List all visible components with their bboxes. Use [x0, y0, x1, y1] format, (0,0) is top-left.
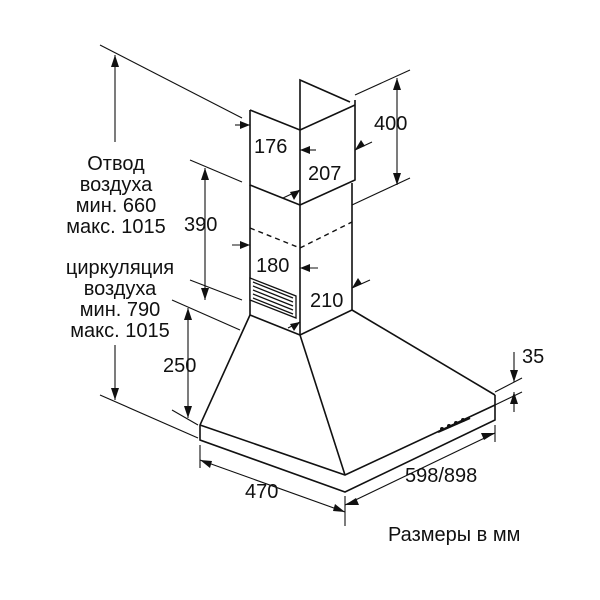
dimension-207: 207: [282, 140, 373, 200]
dim-470-label: 470: [245, 481, 278, 503]
dimension-180: 180: [232, 241, 318, 277]
air-out-line-4: макс. 1015: [66, 216, 165, 238]
chimney-dashed-section: [249, 221, 353, 249]
dimension-598-898: 598/898: [344, 425, 496, 506]
dim-250-label: 250: [163, 355, 196, 377]
air-out-line-2: воздуха: [80, 174, 153, 196]
air-out-note: Отвод воздуха мин. 660 макс. 1015: [66, 153, 165, 238]
dimension-250: 250: [163, 299, 241, 426]
dim-390-label: 390: [184, 214, 217, 236]
control-panel-icon: [437, 416, 471, 434]
dim-176-label: 176: [254, 136, 287, 158]
dimension-470: 470: [199, 445, 346, 526]
units-caption: Размеры в мм: [388, 524, 520, 546]
circulation-line-2: воздуха: [84, 278, 157, 300]
dim-35-label: 35: [522, 346, 544, 368]
dim-598-898-label: 598/898: [405, 465, 477, 487]
dimension-overall-height: [99, 44, 243, 439]
dimension-35: 35: [494, 346, 544, 412]
dim-210-label: 210: [310, 290, 343, 312]
dim-180-label: 180: [256, 255, 289, 277]
vent-grille-icon: [249, 277, 297, 319]
dimension-390: 390: [184, 159, 243, 301]
circulation-line-1: циркуляция: [66, 257, 174, 279]
dimension-400: 400: [351, 69, 411, 206]
hood-outline: [199, 78, 496, 493]
circulation-line-4: макс. 1015: [70, 320, 169, 342]
air-out-line-3: мин. 660: [76, 195, 156, 217]
dimension-176: 176: [235, 121, 316, 158]
dim-400-label: 400: [374, 113, 407, 135]
circulation-line-3: мин. 790: [80, 299, 160, 321]
circulation-note: циркуляция воздуха мин. 790 макс. 1015: [66, 257, 174, 342]
air-out-line-1: Отвод: [87, 153, 145, 175]
dimension-210: 210: [287, 278, 371, 331]
dim-207-label: 207: [308, 163, 341, 185]
